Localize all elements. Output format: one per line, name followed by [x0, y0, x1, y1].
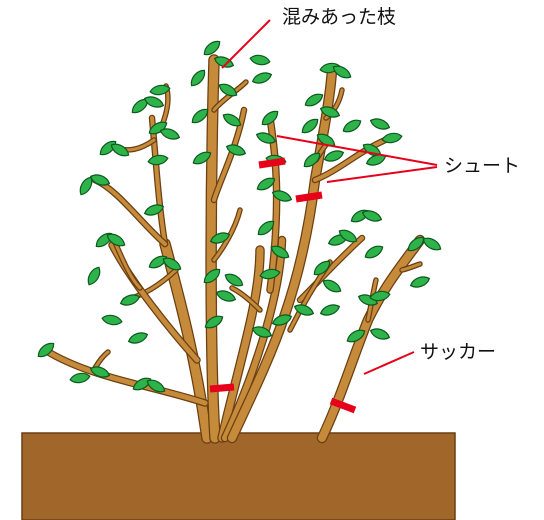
leaf: [304, 93, 324, 107]
leaf: [381, 132, 403, 144]
branch: [400, 262, 422, 272]
leaf: [110, 143, 130, 157]
leaf: [101, 314, 123, 326]
leaf: [89, 174, 111, 186]
leaf: [162, 257, 182, 271]
leader-line: [326, 166, 438, 183]
cut-mark: [295, 191, 323, 203]
branch: [298, 236, 364, 302]
leaf: [37, 342, 55, 358]
leaf: [106, 233, 126, 247]
leaf: [69, 372, 91, 384]
leaf: [251, 326, 273, 338]
leaf: [204, 315, 224, 329]
leaf: [313, 260, 331, 276]
leaf: [407, 236, 425, 252]
leaf: [218, 83, 238, 97]
cut-mark: [329, 397, 357, 414]
leaf: [224, 273, 244, 287]
leaf: [361, 210, 383, 222]
leaf: [132, 377, 152, 391]
branch: [42, 347, 208, 406]
branch: [150, 116, 167, 246]
leaf: [87, 266, 101, 286]
leader-line: [221, 19, 271, 69]
leaf: [369, 118, 391, 130]
leader-line: [363, 351, 415, 375]
branch: [218, 246, 264, 442]
leaf: [159, 128, 181, 140]
leaf: [119, 294, 141, 306]
cut-mark: [209, 383, 235, 393]
branch: [230, 286, 262, 312]
leaf: [149, 84, 171, 96]
leaf: [148, 121, 168, 135]
leaf: [271, 190, 293, 202]
leaf: [259, 268, 281, 280]
leaf: [251, 72, 273, 84]
sucker-label: サッカー: [420, 341, 497, 363]
leaf: [257, 220, 275, 236]
leaf: [249, 54, 271, 66]
leaf: [213, 56, 235, 68]
leaf: [203, 268, 221, 284]
branch: [267, 115, 280, 293]
leaf: [369, 328, 391, 340]
leaf: [346, 329, 366, 343]
leaf: [369, 290, 391, 302]
leaf: [261, 110, 279, 126]
crowded-branch-label: 混みあった枝: [282, 6, 397, 28]
soil-block: [21, 432, 456, 520]
branch: [212, 208, 242, 262]
leaf: [409, 276, 431, 288]
branch: [206, 55, 220, 443]
leaf: [190, 69, 206, 87]
leaf: [209, 232, 231, 244]
leaf: [293, 304, 315, 316]
leaf: [256, 177, 276, 191]
leaf: [338, 229, 358, 243]
leaf: [364, 245, 384, 259]
leaf: [127, 332, 149, 344]
leaf: [342, 119, 362, 133]
leaf: [192, 151, 212, 165]
leaf: [271, 314, 293, 326]
leaf: [301, 118, 319, 134]
leaf: [222, 113, 242, 127]
leaf: [319, 106, 341, 118]
leader-line: [276, 135, 438, 166]
leaf: [143, 204, 165, 216]
leaf: [191, 108, 209, 124]
leaf: [319, 304, 341, 316]
branch: [222, 237, 285, 441]
leaf: [303, 152, 321, 168]
leaf: [422, 237, 442, 251]
leaf: [147, 154, 169, 166]
branch: [313, 136, 392, 182]
branch: [93, 350, 110, 370]
cut-mark: [258, 157, 286, 169]
leaf: [143, 96, 165, 108]
leaf: [225, 144, 247, 156]
leaf: [270, 245, 290, 259]
leaf: [148, 255, 168, 269]
branch: [212, 108, 246, 202]
shoot-label: シュート: [444, 155, 521, 177]
leaf: [146, 379, 166, 393]
leaf: [203, 40, 221, 56]
leaf: [255, 132, 277, 144]
leaf: [332, 65, 352, 79]
leaf: [89, 366, 111, 378]
leaf: [316, 133, 336, 147]
leaf: [215, 290, 237, 302]
leaf: [322, 279, 342, 293]
leaf: [323, 150, 345, 162]
